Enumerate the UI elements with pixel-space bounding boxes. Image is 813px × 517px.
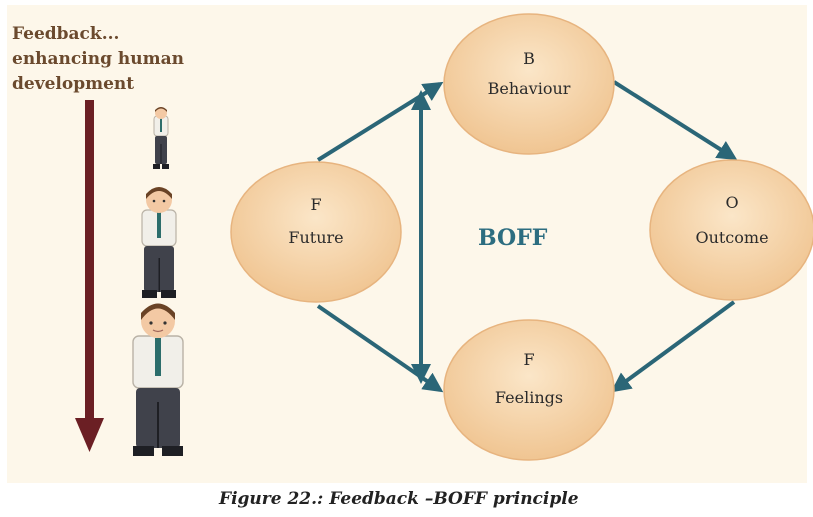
person-small-figure xyxy=(153,107,169,169)
side-title-line-1: Feedback... xyxy=(12,24,120,44)
figure-caption: Figure 22.: Feedback –BOFF principle xyxy=(219,489,579,509)
arrow-behaviour-to-outcome xyxy=(612,80,738,161)
node-future: F Future xyxy=(230,161,402,303)
arrow-outcome-to-feelings xyxy=(610,300,736,393)
side-title-line-2: enhancing human xyxy=(12,49,184,69)
node-behaviour: B Behaviour xyxy=(443,13,615,155)
development-arrow xyxy=(75,100,104,452)
node-behaviour-letter: B xyxy=(523,49,535,68)
side-title-line-3: development xyxy=(12,74,135,94)
node-behaviour-label: Behaviour xyxy=(488,79,571,98)
side-title: Feedback... enhancing human development xyxy=(12,22,202,97)
node-feelings-label: Feelings xyxy=(495,388,563,407)
node-feelings-letter: F xyxy=(523,350,534,369)
person-large-figure xyxy=(132,303,184,456)
node-feelings: F Feelings xyxy=(443,319,615,461)
node-future-label: Future xyxy=(288,228,343,247)
node-outcome: O Outcome xyxy=(649,159,813,301)
node-future-letter: F xyxy=(310,195,321,214)
person-medium-figure xyxy=(141,187,177,298)
node-outcome-letter: O xyxy=(725,193,738,212)
center-label-boff: BOFF xyxy=(478,225,548,251)
node-outcome-label: Outcome xyxy=(695,228,768,247)
